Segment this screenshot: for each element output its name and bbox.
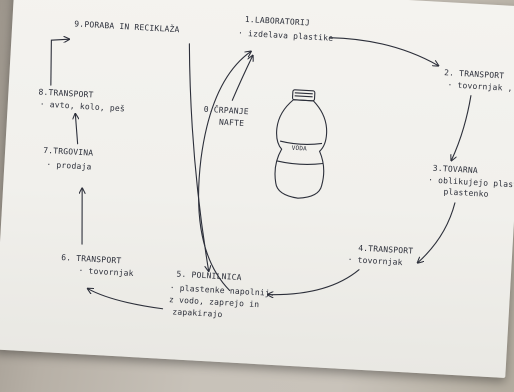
diagram-arrows xyxy=(50,0,472,310)
arrow-lab-to-transport2 xyxy=(329,37,440,66)
arrow-tovarna-to-transport4 xyxy=(418,202,456,265)
arrow-transport2-to-tovarna xyxy=(451,95,472,162)
poster-board: 1.LABORATORIJ · izdelava plastike 2. TRA… xyxy=(0,0,514,379)
node-0-title2: NAFTE xyxy=(218,117,245,129)
bottle-label: VODA xyxy=(291,144,308,153)
arrow-transport6-to-trgovina xyxy=(79,188,85,245)
arrow-polnilnica-to-transport6 xyxy=(87,289,164,310)
arrow-transport8-to-poraba xyxy=(50,38,70,86)
arrow-polnilnica-to-lab xyxy=(198,49,251,292)
bottle-drawing xyxy=(274,89,328,199)
arrow-transport4-to-polnilnica xyxy=(268,269,360,300)
arrow-crpanje-to-lab xyxy=(231,54,253,101)
arrow-poraba-to-polnilnica xyxy=(188,43,222,271)
arrow-trgovina-to-transport8 xyxy=(74,114,80,145)
